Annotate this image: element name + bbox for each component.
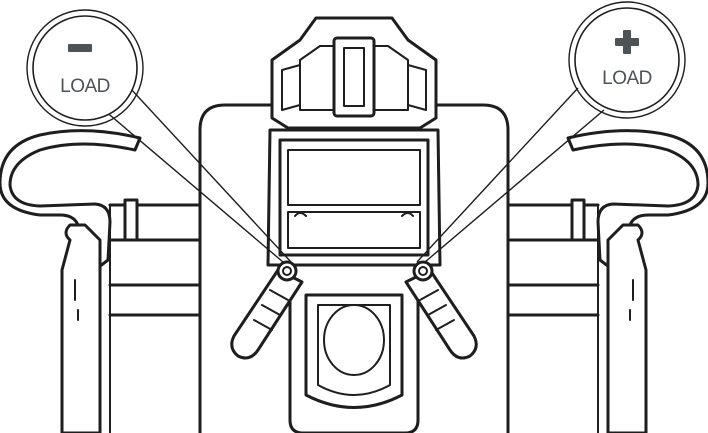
center-column [288, 258, 420, 433]
machine-body [108, 103, 600, 433]
console [266, 128, 442, 267]
left-handlebar [0, 129, 142, 433]
decrease-load-label: LOAD [60, 76, 110, 97]
callout-leaders [103, 87, 605, 263]
decrease-load-callout: LOAD [26, 9, 144, 127]
right-handlebar [566, 129, 708, 433]
increase-load-callout: LOAD [568, 1, 686, 119]
left-grip [230, 260, 304, 360]
plus-icon [615, 30, 639, 54]
device-holder [270, 16, 438, 130]
minus-icon [68, 44, 92, 52]
right-grip [404, 260, 478, 360]
increase-load-label: LOAD [602, 68, 652, 89]
